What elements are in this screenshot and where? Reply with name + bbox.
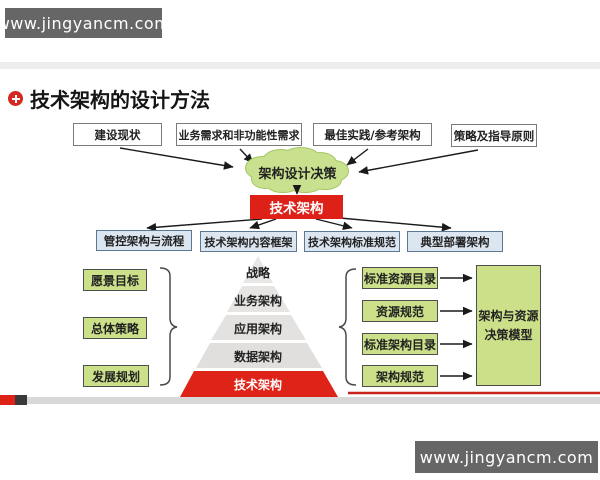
- watermark-bottom: www.jingyancm.com: [415, 441, 598, 473]
- pyramid-label-technology: 技术架构: [233, 378, 282, 392]
- right-brace: [338, 268, 357, 386]
- slide-top-divider: [0, 62, 600, 69]
- decision-model-line1: 架构与资源: [478, 308, 539, 323]
- braces: [159, 267, 357, 386]
- decision-cloud-shape: [245, 147, 349, 193]
- decision-model-box: 架构与资源 决策模型: [476, 265, 541, 386]
- right-box-resource-catalog: 标准资源目录: [362, 267, 438, 289]
- red-plus-icon: [8, 91, 23, 106]
- pyramid-label-business: 业务架构: [233, 294, 282, 308]
- input-box-business-requirements: 业务需求和非功能性需求: [176, 123, 302, 146]
- left-box-overall-strategy: 总体策略: [83, 317, 147, 339]
- left-brace: [159, 267, 178, 386]
- output-box-content-framework: 技术架构内容框架: [200, 231, 297, 252]
- output-box-standards: 技术架构标准规范: [304, 231, 400, 252]
- left-box-vision: 愿景目标: [83, 269, 147, 291]
- input-box-strategy-principles: 策略及指导原则: [451, 124, 537, 147]
- decision-cloud-label: 架构设计决策: [258, 166, 337, 182]
- core-arrows: [146, 184, 452, 232]
- pyramid-label-application: 应用架构: [233, 322, 282, 336]
- right-box-architecture-spec: 架构规范: [362, 365, 438, 387]
- pyramid-label-strategy: 战略: [245, 266, 270, 280]
- left-box-development-plan: 发展规划: [83, 365, 149, 387]
- page-title: 技术架构的设计方法: [30, 88, 210, 112]
- right-box-architecture-catalog: 标准架构目录: [362, 333, 438, 355]
- input-box-best-practices: 最佳实践/参考架构: [313, 123, 432, 146]
- page-title-row: 技术架构的设计方法: [8, 84, 210, 113]
- model-arrows: [440, 273, 473, 381]
- output-box-deployment: 典型部署架构: [407, 231, 503, 252]
- decision-model-line2: 决策模型: [484, 327, 533, 342]
- bottom-bar: [0, 391, 600, 405]
- right-box-resource-spec: 资源规范: [362, 300, 438, 322]
- input-box-current-state: 建设现状: [73, 123, 162, 146]
- core-box-tech-architecture: 技术架构: [250, 195, 343, 219]
- pyramid-shape: [180, 256, 338, 397]
- pyramid-label-data: 数据架构: [233, 350, 282, 364]
- output-box-governance: 管控架构与流程: [96, 230, 192, 251]
- watermark-top: www.jingyancm.com: [0, 8, 170, 38]
